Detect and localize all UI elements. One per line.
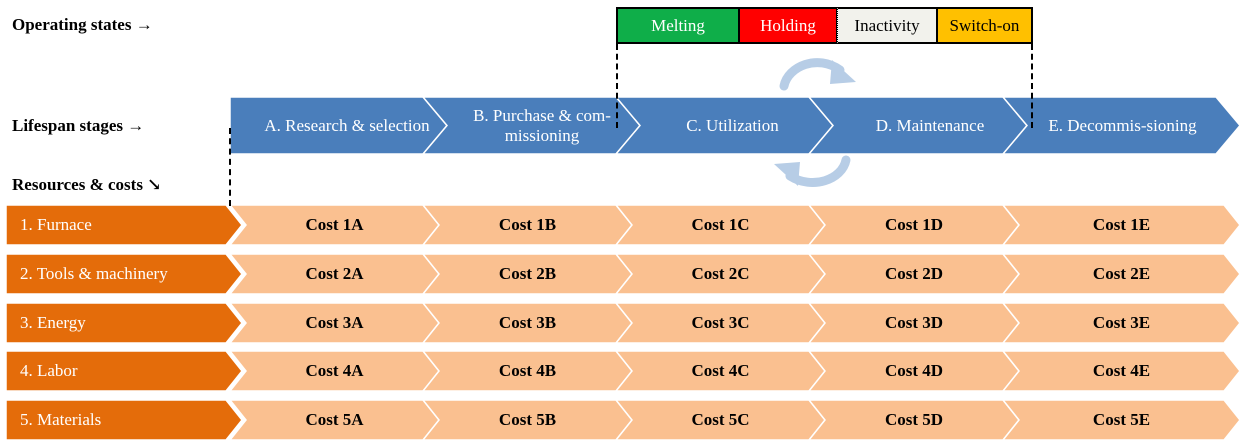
cost-cell: Cost 5B [498, 410, 557, 429]
resource-arrow [5, 204, 243, 246]
cost-cell: Cost 3C [691, 313, 750, 332]
cost-cell: Cost 4C [691, 361, 750, 380]
cost-chevron [1001, 350, 1241, 392]
resource-label: 5. Materials [20, 410, 102, 429]
resource-label: 3. Energy [20, 313, 86, 332]
cost-cell: Cost 3D [884, 313, 944, 332]
cost-chevron [1001, 302, 1241, 344]
state-melting: Melting [616, 7, 740, 44]
cost-cell: Cost 2D [884, 264, 944, 283]
stage-research-selection: A. Research & selection [264, 116, 430, 135]
resource-arrow [5, 253, 243, 295]
state-switch-on: Switch-on [936, 7, 1033, 44]
cost-cell: Cost 1B [498, 215, 557, 234]
cost-cell: Cost 1A [305, 215, 364, 234]
cost-cell: Cost 2A [305, 264, 364, 283]
cost-cell: Cost 2B [498, 264, 557, 283]
cost-cell: Cost 5D [884, 410, 944, 429]
resources-bracket-line [229, 128, 231, 206]
cycle-arrows-icon [774, 58, 856, 188]
operating-states-bracket-left [616, 44, 618, 128]
lifespan-stages-label: Lifespan stages → [12, 116, 145, 135]
stage-purchase-commissioning: B. Purchase & com-missioning [473, 106, 611, 145]
cost-cell: Cost 1E [1092, 215, 1151, 234]
cost-cell: Cost 1D [884, 215, 944, 234]
resources-costs-label: Resources & costs ↘ [12, 175, 162, 194]
cost-cell: Cost 4B [498, 361, 557, 380]
resource-arrow [5, 302, 243, 344]
cost-cell: Cost 1C [691, 215, 750, 234]
resource-arrow [5, 350, 243, 392]
cost-cell: Cost 3A [305, 313, 364, 332]
stage-maintenance: D. Maintenance [875, 116, 985, 135]
cost-cell: Cost 4D [884, 361, 944, 380]
cost-cell: Cost 5C [691, 410, 750, 429]
cost-cell: Cost 3E [1092, 313, 1151, 332]
stage-utilization: C. Utilization [686, 116, 779, 135]
cost-chevron [1001, 204, 1241, 246]
stage-chevron [1001, 96, 1241, 155]
state-inactivity: Inactivity [837, 7, 937, 44]
resource-label: 4. Labor [20, 361, 78, 380]
cost-cell: Cost 5E [1092, 410, 1151, 429]
cost-cell: Cost 3B [498, 313, 557, 332]
cost-cell: Cost 2C [691, 264, 750, 283]
cost-chevron [1001, 253, 1241, 295]
resource-label: 2. Tools & machinery [20, 264, 168, 283]
cost-cell: Cost 4E [1092, 361, 1151, 380]
resource-label: 1. Furnace [20, 215, 92, 234]
cost-cell: Cost 2E [1092, 264, 1151, 283]
cost-chevron [1001, 399, 1241, 441]
cost-cell: Cost 5A [305, 410, 364, 429]
cost-cell: Cost 4A [305, 361, 364, 380]
stage-decommissioning: E. Decommis-sioning [1048, 116, 1197, 135]
operating-states-bracket-right [1031, 44, 1033, 128]
state-holding: Holding [738, 7, 838, 44]
operating-states-label: Operating states → [12, 15, 153, 34]
resource-arrow [5, 399, 243, 441]
